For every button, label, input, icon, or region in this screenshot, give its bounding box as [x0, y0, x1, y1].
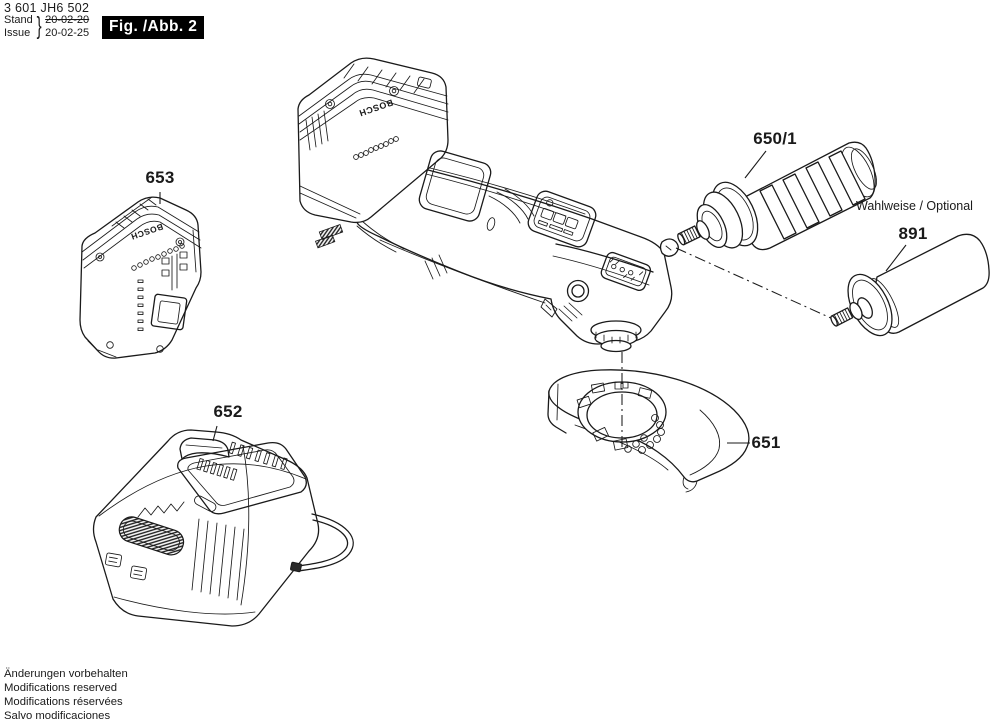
handle-thread-stud — [677, 225, 701, 246]
charger-button-2 — [129, 565, 148, 581]
notice-line-es: Salvo modificaciones — [4, 709, 111, 722]
tool-battery-dots — [353, 136, 399, 160]
battery-rail-slots — [161, 251, 188, 291]
assembly-axis-handle-line — [675, 247, 834, 320]
part-label-652: 652 — [213, 402, 243, 421]
charger-button-1 — [104, 552, 123, 568]
charger-grille — [118, 516, 185, 556]
figure-number-badge: Fig. /Abb. 2 — [102, 16, 205, 39]
charger-rail-slots — [196, 441, 288, 481]
part-label-891: 891 — [898, 224, 928, 243]
aux-handle-891-drawing — [830, 233, 990, 337]
grinder-drawing: BOSCH — [297, 57, 679, 353]
issue-date: 20-02-25 — [45, 26, 90, 39]
notice-line-fr: Modifications réservées — [4, 695, 123, 708]
guard-collar-notches — [576, 381, 665, 454]
optional-note: Wahlweise / Optional — [856, 199, 973, 213]
spindle-lock-plate — [609, 258, 644, 281]
battery-charge-bars — [137, 279, 144, 332]
label-leader-lines — [159, 150, 907, 444]
notice-line-en: Modifications reserved — [4, 681, 118, 694]
handle-thread-stud — [830, 307, 854, 327]
stand-label: Stand — [4, 14, 33, 26]
battery-653-drawing: BOSCH — [79, 196, 202, 359]
part-label-651: 651 — [751, 433, 781, 452]
stand-date: 20-02-20 — [45, 14, 90, 26]
issue-label: Issue — [4, 26, 31, 39]
part-label-653: 653 — [145, 168, 175, 187]
charger-652-drawing — [92, 429, 354, 627]
part-number: 3 601 JH6 502 — [4, 1, 90, 15]
side-handle-650-1-drawing — [677, 141, 878, 251]
battery-vent-dots — [131, 243, 185, 271]
charger-plug — [290, 561, 302, 573]
control-panel-buttons — [537, 199, 579, 236]
part-label-650-1: 650/1 — [753, 129, 797, 148]
revision-block: Stand Issue } 20-02-20 20-02-25 — [4, 12, 90, 40]
notice-line-de: Änderungen vorbehalten — [4, 668, 128, 680]
modifications-notice: Änderungen vorbehalten Modifications res… — [4, 668, 128, 724]
revision-brace: } — [36, 12, 42, 40]
wheel-guard-651-drawing — [547, 369, 750, 493]
